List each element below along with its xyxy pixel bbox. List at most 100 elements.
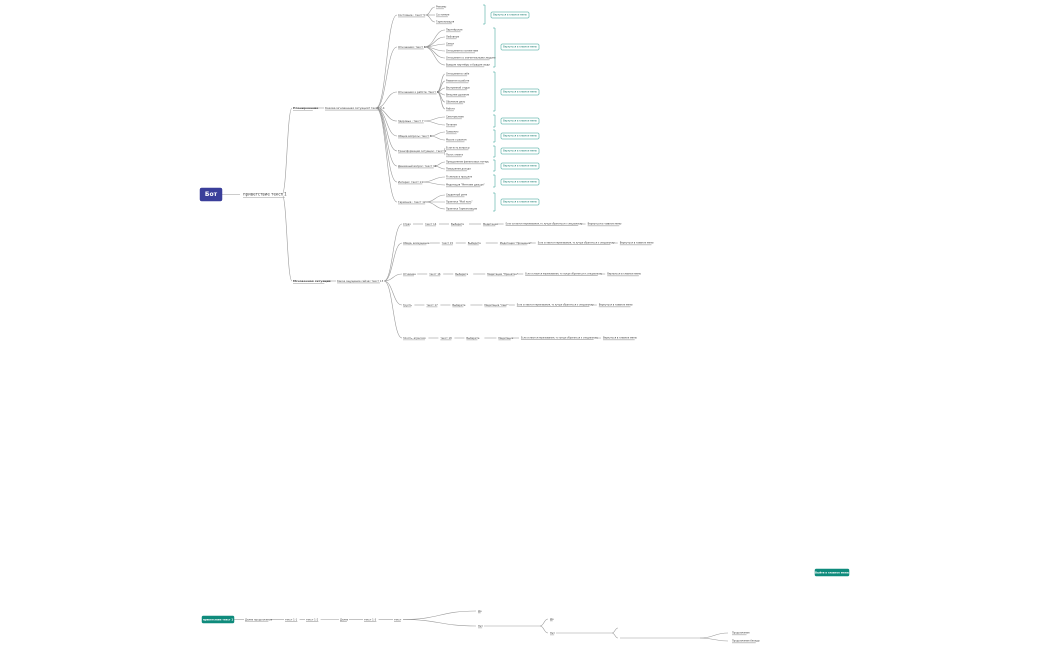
situation-return-text: Вернуться в главное меню [599,304,633,307]
return-to-menu-button[interactable]: Вернуться в главное меню [500,117,540,125]
situation-text: текст 16 [429,272,441,276]
pending-subtopic-8: Гармония : текст 12 [398,200,426,204]
connector-item [425,6,436,16]
return-to-menu-button[interactable]: Вернуться в главное меню [500,88,540,96]
connector-subtopic [375,107,398,203]
situation-text: текст 18 [440,336,452,340]
group-bracket [493,192,496,212]
situation-emotion-2: Отчаяние [403,272,416,276]
pending-subtopic-6: Денежный вопрос: текст 10 [398,164,437,168]
situation-emotion-1: Обида, возмущение [403,241,430,245]
pending-item: Обучение делу [446,101,466,104]
situation-return-text: Вернуться в главное меню [603,337,637,340]
pending-item: Семья [446,43,454,46]
mind-map-nodes: Бот приветствие текст 1 Планирование Какова… [199,6,849,643]
return-to-menu-button[interactable]: Вернуться в главное меню [500,198,540,206]
return-to-menu-button[interactable]: Вернуться в главное меню [500,132,540,140]
connector-subtopic [375,14,398,109]
return-to-menu-button-label: Вернуться в главное меню [503,91,537,94]
greeting-node: приветствие текст 1 [243,192,287,197]
situation-step2: Медитация "Свет" [484,303,508,307]
return-to-menu-button-label: Вернуться в главное меню [503,135,537,138]
bottom-start-node-label: приветствие текст 1 [203,618,233,622]
pending-branch-label: Планирование [293,106,318,110]
situation-end-text: Если остаются переживания, то лучше обра… [538,242,615,245]
connector-situation [281,194,293,282]
bottom-fork3-connector [611,632,619,639]
connector-item [429,131,446,137]
connector-item [424,46,446,66]
pending-subtopic-5: Трансформация ситуации : текст 9 [398,149,447,153]
group-bracket [493,129,496,143]
connector-item [437,91,446,110]
bottom-fork-yes: Да [478,609,482,613]
pending-item: Работа [446,108,455,111]
pending-item: Партнёрские [446,29,463,32]
situation-step: Выберите [452,303,465,307]
pending-item: Гармонизация [436,21,455,24]
return-to-menu-button[interactable]: Вернуться в главное меню [500,178,540,186]
bottom-fork2-connector [539,618,549,627]
connector-subtopic [375,46,398,109]
pending-item: Практика Гармонизации [446,208,478,211]
pending-item: Внутренний отдых [446,87,470,90]
situation-end-text: Если остаются переживания, то лучше обра… [525,273,602,276]
return-to-menu-button[interactable]: Вернуться в главное меню [500,43,540,51]
pending-item: Бывшие партнёры и бывшие люди [446,64,490,67]
group-bracket [483,4,486,25]
pending-item: Практика "Мой путь" [446,201,473,204]
bottom-start-node[interactable]: приветствие текст 1 [201,615,235,624]
root-node[interactable]: Бот [199,187,223,202]
bottom-step-3: Далее [340,618,349,622]
situation-step: Выберите [451,222,464,226]
pending-item: Режимы [436,6,446,9]
return-to-menu-button-shape [500,88,540,96]
pending-item: Питание [446,124,457,127]
pending-item: Тревожно [446,131,459,134]
connector-subtopic [375,107,398,137]
pending-item: Если есть вопросы [446,147,470,150]
pending-item: Повышение дохода [446,168,471,171]
connector-emotion [383,223,403,282]
bottom-fork-connector [402,619,477,627]
pending-item: Любовные [446,36,460,39]
situation-step: Выберите [466,336,479,340]
connector-item [422,176,446,183]
pending-item: Развитие в работе [446,80,470,83]
bottom-fork-no: Нет [478,624,483,628]
group-bracket [493,174,496,188]
pending-item: Внешнее дыхание [446,94,470,97]
pending-subtopic-2: Отношения к работе: Текст 6 [398,90,439,94]
bottom-end-connector [699,632,729,639]
situation-end-text: Если остаются переживания, то лучше обра… [521,337,598,340]
bottom-fork2-no: Нет [550,631,555,635]
return-to-menu-button[interactable]: Вернуться в главное меню [500,162,540,170]
connector-emotion [383,280,403,339]
situation-step2: Медитация [498,336,513,340]
group-bracket [493,114,496,128]
return-to-menu-button[interactable]: Вернуться в главное меню [490,11,530,19]
return-to-menu-button[interactable]: Вернуться в главное меню [500,147,540,155]
connector-item [425,14,436,23]
bottom-step-1: текст 1-1 [285,618,298,622]
situation-text: текст 14 [425,222,437,226]
pending-subtopic-1: Отношения: текст 6 [398,45,426,49]
pending-item: Отношения в коллективе [446,50,479,53]
situation-emotion-4: Злость, агрессия [403,336,426,340]
connector-item [437,73,446,93]
connector-emotion [383,273,403,282]
situation-step2: Медитация "Принятие" [487,272,518,276]
return-to-menu-button-label: Вернуться в главное меню [503,150,537,153]
bottom-end-item-0: Продолжение [732,632,750,635]
return-to-menu-button-shape [500,132,540,140]
pending-subtopic-3: Здоровье : текст 7 [398,119,424,123]
return-to-menu-button-label: Вернуться в главное меню [503,165,537,168]
situation-return-text: Вернуться в главное меню [588,223,622,226]
return-to-menu-button-label: Вернуться в главное меню [503,181,537,184]
situation-text: текст 17 [426,303,438,307]
group-bracket [493,145,496,158]
pending-question: Какова мгновенная ситуация? текст 2-4 [325,106,385,110]
group-bracket [493,27,496,68]
connector-pending [281,107,293,195]
exit-to-main-menu-button[interactable]: Выйти в главное меню [814,568,849,577]
